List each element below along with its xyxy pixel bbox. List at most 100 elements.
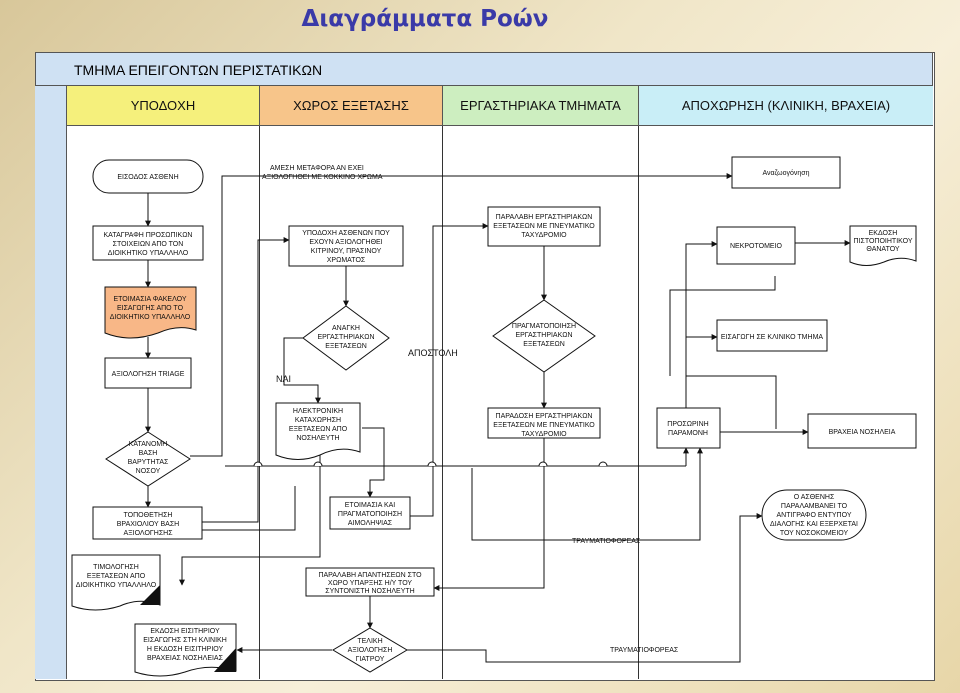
svg-text:ΑΙΜΟΛΗΨΙΑΣ: ΑΙΜΟΛΗΨΙΑΣ	[348, 520, 393, 527]
node-admission-ticket-text: ΒΡΑΧΕΙΑΣ ΝΟΣΗΛΕΙΑΣ	[147, 655, 224, 662]
node-invoice-text: ΔΙΟΙΚΗΤΙΚΟ ΥΠΑΛΛΗΛΟ	[76, 582, 157, 589]
node-register-text: ΚΑΤΑΓΡΑΦΗ ΠΡΟΣΩΠΙΚΩΝ	[104, 232, 193, 239]
svg-text:ΒΡΑΧΙΟΛΙΟΥ ΒΑΣΗ: ΒΡΑΧΙΟΛΙΟΥ ΒΑΣΗ	[117, 521, 179, 528]
svg-text:ΠΡΟΣΩΡΙΝΗ: ΠΡΟΣΩΡΙΝΗ	[667, 421, 708, 428]
node-reception-text: ΕΧΟΥΝ ΑΞΙΟΛΟΓΗΘΕΙ	[309, 239, 382, 246]
svg-text:ΤΡΑΥΜΑΤΙΟΦΟΡΕΑΣ: ΤΡΑΥΜΑΤΙΟΦΟΡΕΑΣ	[572, 538, 641, 545]
node-bracelet	[92, 506, 203, 540]
node-blood-draw-text: ΑΙΜΟΛΗΨΙΑΣ	[348, 520, 393, 527]
svg-text:ΚΑΤΑΧΩΡΗΣΗ: ΚΑΤΑΧΩΡΗΣΗ	[295, 417, 341, 424]
node-admission-ticket-text: ΕΙΣΑΓΩΓΗΣ ΣΤΗ ΚΛΙΝΙΚΗ	[143, 637, 227, 644]
node-death-cert-text: ΕΚΔΟΣΗ	[869, 230, 898, 237]
svg-text:ΤΟΥ ΝΟΣΟΚΟΜΕΙΟΥ: ΤΟΥ ΝΟΣΟΚΟΜΕΙΟΥ	[780, 530, 849, 537]
svg-text:ΠΡΑΓΜΑΤΟΠΟΙΗΣΗ: ΠΡΑΓΜΑΤΟΠΟΙΗΣΗ	[512, 323, 576, 330]
node-register-text: ΔΙΟΙΚΗΤΙΚΟ ΥΠΑΛΛΗΛΟ	[108, 250, 189, 257]
svg-text:ΤΟΠΟΘΕΤΗΣΗ: ΤΟΠΟΘΕΤΗΣΗ	[124, 512, 173, 519]
svg-text:ΚΙΤΡΙΝΟΥ, ΠΡΑΣΙΝΟΥ: ΚΙΤΡΙΝΟΥ, ΠΡΑΣΙΝΟΥ	[311, 248, 382, 255]
svg-text:ΕΡΓΑΣΤΗΡΙΑΚΩΝ: ΕΡΓΑΣΤΗΡΙΑΚΩΝ	[515, 332, 572, 339]
node-distribute-text: ΒΑΡΥΤΗΤΑΣ	[128, 459, 169, 466]
doc-corners	[140, 585, 236, 672]
node-lab-perform-text: ΠΡΑΓΜΑΤΟΠΟΙΗΣΗ	[512, 323, 576, 330]
node-register-text: ΣΤΟΙΧΕΙΩΝ ΑΠΟ ΤΟΝ	[113, 241, 184, 248]
node-morgue-text: ΝΕΚΡΟΤΟΜΕΙΟ	[730, 243, 783, 250]
svg-text:ΔΙΟΙΚΗΤΙΚΟ ΥΠΑΛΛΗΛΟ: ΔΙΟΙΚΗΤΙΚΟ ΥΠΑΛΛΗΛΟ	[110, 314, 191, 321]
node-admission-ticket-text: Η ΕΚΔΟΣΗ ΕΙΣΙΤΗΡΙΟΥ	[147, 646, 224, 653]
node-lab-deliver-text: ΠΑΡΑΔΟΣΗ ΕΡΓΑΣΤΗΡΙΑΚΩΝ	[496, 413, 593, 420]
lane-divider	[442, 126, 443, 679]
svg-text:ΚΑΤΑΓΡΑΦΗ ΠΡΟΣΩΠΙΚΩΝ: ΚΑΤΑΓΡΑΦΗ ΠΡΟΣΩΠΙΚΩΝ	[104, 232, 193, 239]
edge-label-stretcher: ΤΡΑΥΜΑΤΙΟΦΟΡΕΑΣ	[610, 647, 679, 654]
node-e-record	[275, 402, 361, 460]
svg-text:ΕΚΔΟΣΗ ΕΙΣΙΤΗΡΙΟΥ: ΕΚΔΟΣΗ ΕΙΣΙΤΗΡΙΟΥ	[150, 628, 220, 635]
node-lab-perform-decision	[492, 299, 596, 373]
svg-text:ΤΙΜΟΛΟΓΗΣΗ: ΤΙΜΟΛΟΓΗΣΗ	[93, 564, 139, 571]
lane-header-labs: ΕΡΓΑΣΤΗΡΙΑΚΑ ΤΜΗΜΑΤΑ	[443, 86, 639, 126]
node-e-record-text: ΕΞΕΤΑΣΕΩΝ ΑΠΟ	[289, 426, 348, 433]
svg-text:ΕΞΕΤΑΣΕΩΝ ΜΕ ΠΝΕΥΜΑΤΙΚΟ: ΕΞΕΤΑΣΕΩΝ ΜΕ ΠΝΕΥΜΑΤΙΚΟ	[493, 223, 595, 230]
svg-text:Αναζωογόνηση: Αναζωογόνηση	[762, 169, 809, 177]
node-resuscitation-text: Αναζωογόνηση	[762, 169, 809, 177]
svg-text:ΕΙΣΑΓΩΓΗΣ ΣΤΗ ΚΛΙΝΙΚΗ: ΕΙΣΑΓΩΓΗΣ ΣΤΗ ΚΛΙΝΙΚΗ	[143, 637, 227, 644]
line-jumps	[253, 461, 608, 467]
svg-text:ΥΠΟΔΟΧΗ ΑΣΘΕΝΩΝ ΠΟΥ: ΥΠΟΔΟΧΗ ΑΣΘΕΝΩΝ ΠΟΥ	[302, 230, 390, 237]
node-lab-deliver-text: ΕΞΕΤΑΣΕΩΝ ΜΕ ΠΝΕΥΜΑΤΙΚΟ	[493, 422, 595, 429]
node-results-text: ΣΥΝΤΟΝΙΣΤΗ ΝΟΣΗΛΕΥΤΗ	[325, 588, 414, 595]
lane-header-exam-area: ΧΩΡΟΣ ΕΞΕΤΑΣΗΣ	[260, 86, 443, 126]
node-death-cert-text: ΠΙΣΤΟΠΟΙΗΤΙΚΟΥ	[854, 238, 913, 245]
svg-text:ΘΑΝΑΤΟΥ: ΘΑΝΑΤΟΥ	[866, 246, 900, 253]
node-lab-receive-text: ΠΑΡΑΛΑΒΗ ΕΡΓΑΣΤΗΡΙΑΚΩΝ	[496, 214, 593, 221]
svg-text:ΕΙΣΟΔΟΣ ΑΣΘΕΝΗ: ΕΙΣΟΔΟΣ ΑΣΘΕΝΗ	[117, 174, 178, 181]
svg-text:ΓΙΑΤΡΟΥ: ΓΙΑΤΡΟΥ	[356, 656, 385, 663]
node-folder-text: ΔΙΟΙΚΗΤΙΚΟ ΥΠΑΛΛΗΛΟ	[110, 314, 191, 321]
node-distribute-decision	[105, 431, 191, 487]
page-title: Διαγράμματα Ροών	[301, 6, 549, 32]
node-entry	[92, 159, 204, 194]
svg-text:ΒΑΡΥΤΗΤΑΣ: ΒΑΡΥΤΗΤΑΣ	[128, 459, 169, 466]
node-entry-text: ΕΙΣΟΔΟΣ ΑΣΘΕΝΗ	[117, 174, 178, 181]
node-need-tests-text: ΕΞΕΤΑΣΕΩΝ	[325, 343, 367, 350]
node-leaves	[761, 489, 867, 541]
node-reception-text: ΧΡΩΜΑΤΟΣ	[327, 257, 366, 264]
node-blood-draw-text: ΠΡΑΓΜΑΤΟΠΟΙΗΣΗ	[338, 511, 402, 518]
node-leaves-text: ΤΟΥ ΝΟΣΟΚΟΜΕΙΟΥ	[780, 530, 849, 537]
node-clinic-text: ΕΙΣΑΓΩΓΗ ΣΕ ΚΛΙΝΙΚΟ ΤΜΗΜΑ	[721, 334, 823, 341]
svg-text:ΑΝΤΙΓΡΑΦΟ ΕΝΤΥΠΟΥ: ΑΝΤΙΓΡΑΦΟ ΕΝΤΥΠΟΥ	[776, 512, 851, 519]
svg-text:ΠΑΡΑΔΟΣΗ ΕΡΓΑΣΤΗΡΙΑΚΩΝ: ΠΑΡΑΔΟΣΗ ΕΡΓΑΣΤΗΡΙΑΚΩΝ	[496, 413, 593, 420]
node-leaves-text: ΑΝΤΙΓΡΑΦΟ ΕΝΤΥΠΟΥ	[776, 512, 851, 519]
svg-text:ΔΙΟΙΚΗΤΙΚΟ ΥΠΑΛΛΗΛΟ: ΔΙΟΙΚΗΤΙΚΟ ΥΠΑΛΛΗΛΟ	[108, 250, 189, 257]
svg-text:ΒΡΑΧΕΙΑ ΝΟΣΗΛΕΙΑ: ΒΡΑΧΕΙΑ ΝΟΣΗΛΕΙΑ	[829, 429, 896, 436]
svg-text:ΠΑΡΑΛΑΒΗ ΑΠΑΝΤΗΣΕΩΝ ΣΤΟ: ΠΑΡΑΛΑΒΗ ΑΠΑΝΤΗΣΕΩΝ ΣΤΟ	[318, 572, 422, 579]
node-death-cert	[849, 225, 917, 266]
svg-text:ΤΑΧΥΔΡΟΜΙΟ: ΤΑΧΥΔΡΟΜΙΟ	[521, 232, 567, 239]
node-folder	[104, 286, 197, 339]
svg-text:Ο ΑΣΘΕΝΗΣ: Ο ΑΣΘΕΝΗΣ	[794, 494, 835, 501]
svg-text:ΕΞΕΤΑΣΕΩΝ ΑΠΟ: ΕΞΕΤΑΣΕΩΝ ΑΠΟ	[289, 426, 348, 433]
node-reception-text: ΥΠΟΔΟΧΗ ΑΣΘΕΝΩΝ ΠΟΥ	[302, 230, 390, 237]
svg-text:ΧΩΡΟ ΥΠΑΡΞΗΣ Η/Υ ΤΟΥ: ΧΩΡΟ ΥΠΑΡΞΗΣ Η/Υ ΤΟΥ	[328, 580, 413, 587]
svg-text:ΠΑΡΑΜΟΝΗ: ΠΑΡΑΜΟΝΗ	[668, 430, 708, 437]
svg-text:ΕΤΟΙΜΑΣΙΑ ΦΑΚΕΛΟΥ: ΕΤΟΙΜΑΣΙΑ ΦΑΚΕΛΟΥ	[113, 296, 186, 303]
svg-text:ΒΡΑΧΕΙΑΣ ΝΟΣΗΛΕΙΑΣ: ΒΡΑΧΕΙΑΣ ΝΟΣΗΛΕΙΑΣ	[147, 655, 224, 662]
svg-text:ΑΜΕΣΗ ΜΕΤΑΦΟΡΑ ΑΝ ΕΧΕΙ: ΑΜΕΣΗ ΜΕΤΑΦΟΡΑ ΑΝ ΕΧΕΙ	[270, 165, 364, 172]
svg-text:ΠΙΣΤΟΠΟΙΗΤΙΚΟΥ: ΠΙΣΤΟΠΟΙΗΤΙΚΟΥ	[854, 238, 913, 245]
svg-text:ΕΞΕΤΑΣΕΩΝ ΜΕ ΠΝΕΥΜΑΤΙΚΟ: ΕΞΕΤΑΣΕΩΝ ΜΕ ΠΝΕΥΜΑΤΙΚΟ	[493, 422, 595, 429]
node-final-eval-text: ΓΙΑΤΡΟΥ	[356, 656, 385, 663]
node-invoice-text: ΤΙΜΟΛΟΓΗΣΗ	[93, 564, 139, 571]
svg-text:ΔΙΑΛΟΓΗΣ ΚΑΙ ΕΞΕΡΧΕΤΑΙ: ΔΙΑΛΟΓΗΣ ΚΑΙ ΕΞΕΡΧΕΤΑΙ	[770, 521, 858, 528]
node-short-stay	[807, 413, 917, 449]
svg-text:ΕΞΕΤΑΣΕΩΝ ΑΠΟ: ΕΞΕΤΑΣΕΩΝ ΑΠΟ	[87, 573, 146, 580]
node-lab-deliver-text: ΤΑΧΥΔΡΟΜΙΟ	[521, 431, 567, 438]
node-register	[92, 225, 204, 261]
svg-text:ΔΙΟΙΚΗΤΙΚΟ ΥΠΑΛΛΗΛΟ: ΔΙΟΙΚΗΤΙΚΟ ΥΠΑΛΛΗΛΟ	[76, 582, 157, 589]
node-distribute-text: ΚΑΤΑΝΟΜΗ	[129, 441, 168, 448]
node-need-tests-decision	[302, 305, 390, 371]
node-final-eval-text: ΑΞΙΟΛΟΓΗΣΗ	[348, 647, 393, 654]
svg-text:ΠΑΡΑΛΑΒΗ ΕΡΓΑΣΤΗΡΙΑΚΩΝ: ΠΑΡΑΛΑΒΗ ΕΡΓΑΣΤΗΡΙΑΚΩΝ	[496, 214, 593, 221]
svg-text:ΑΠΟΣΤΟΛΗ: ΑΠΟΣΤΟΛΗ	[408, 348, 458, 358]
node-results-text: ΧΩΡΟ ΥΠΑΡΞΗΣ Η/Υ ΤΟΥ	[328, 580, 413, 587]
node-resuscitation	[731, 156, 841, 189]
svg-text:ΑΝΑΓΚΗ: ΑΝΑΓΚΗ	[332, 325, 360, 332]
svg-text:ΗΛΕΚΤΡΟΝΙΚΗ: ΗΛΕΚΤΡΟΝΙΚΗ	[293, 408, 343, 415]
svg-text:ΑΞΙΟΛΟΓΗΣΗΣ: ΑΞΙΟΛΟΓΗΣΗΣ	[123, 530, 173, 537]
